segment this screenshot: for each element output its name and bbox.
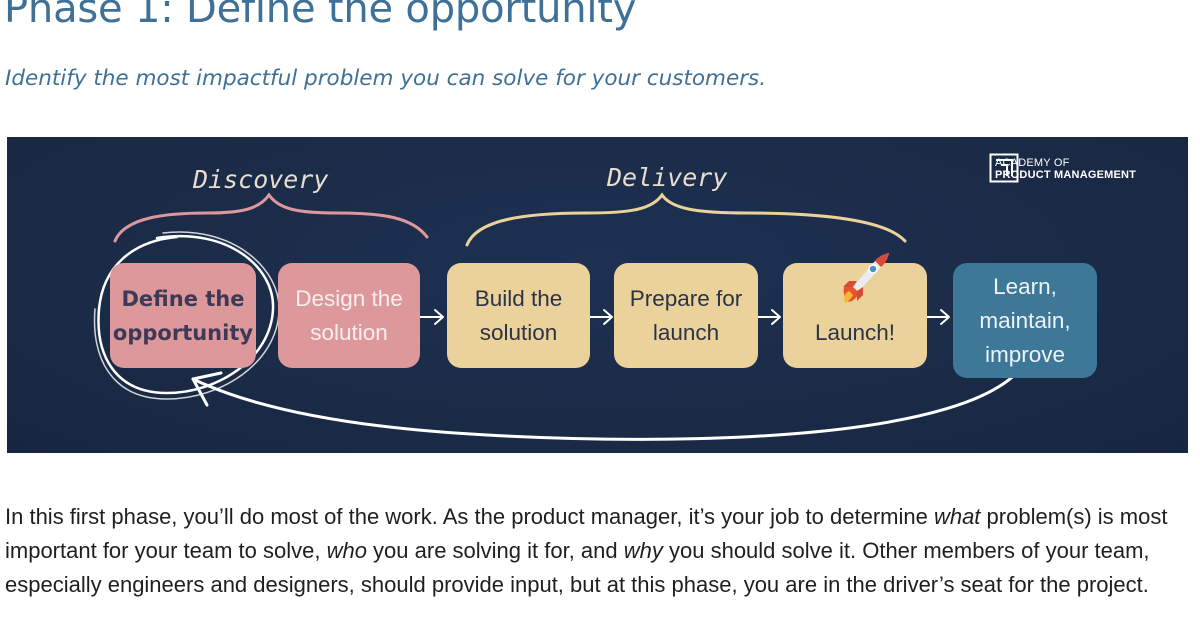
- rocket-icon: [843, 253, 889, 303]
- discovery-label: Discovery: [193, 165, 329, 194]
- page-title: Phase 1: Define the opportunity: [4, 0, 637, 32]
- step-launch-label: Launch!: [814, 320, 896, 345]
- body-paragraph: In this first phase, you’ll do most of t…: [5, 504, 1168, 597]
- arrow-right-icon: [925, 309, 950, 325]
- academy-logo: ACADEMY OF PRODUCT MANAGEMENT: [989, 153, 1136, 185]
- step-learn-maintain-improve: Learn, maintain, improve: [953, 263, 1097, 378]
- step-design-solution: Design the solution: [278, 263, 420, 368]
- step-launch: Launch!: [783, 263, 927, 368]
- arrow-right-icon: [588, 309, 613, 325]
- step-define-opportunity: Define the opportunity: [110, 263, 256, 368]
- delivery-label: Delivery: [607, 163, 728, 192]
- diagram-lines: [93, 192, 1024, 441]
- arrow-right-icon: [756, 309, 781, 325]
- academy-logo-icon: [989, 153, 1019, 183]
- step-build-solution: Build the solution: [447, 263, 590, 368]
- delivery-brace: [465, 192, 907, 247]
- step-prepare-launch: Prepare for launch: [614, 263, 758, 368]
- logo-line-2: PRODUCT MANAGEMENT: [995, 169, 1137, 181]
- product-lifecycle-diagram: Discovery Delivery ACADEMY OF PRODUCT MA…: [7, 137, 1188, 453]
- highlight-circle: [97, 235, 275, 395]
- page-subtitle: Identify the most impactful problem you …: [5, 66, 767, 91]
- return-loop-arrow: [191, 365, 1024, 441]
- logo-line-1: ACADEMY OF: [995, 157, 1070, 169]
- discovery-brace: [113, 192, 429, 243]
- arrow-right-icon: [417, 309, 444, 325]
